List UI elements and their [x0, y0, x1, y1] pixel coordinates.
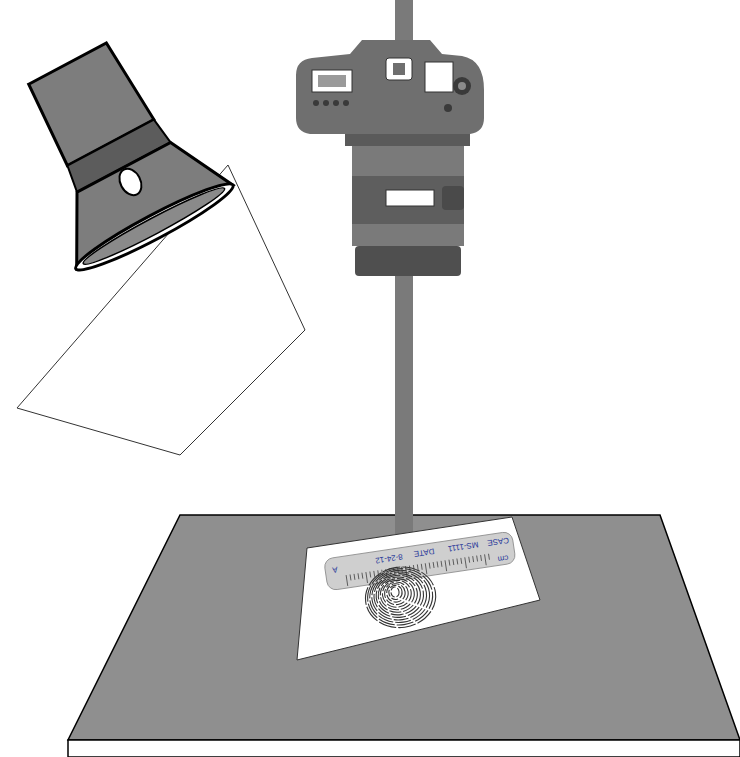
scale-ruler	[324, 531, 517, 591]
ruler-tick	[405, 566, 407, 577]
ruler-tick	[485, 554, 487, 565]
fingerprint	[362, 562, 440, 632]
ruler-tick	[468, 557, 470, 563]
ruler-tick	[452, 559, 454, 565]
ruler-tick	[465, 557, 467, 568]
ruler-tick	[346, 575, 348, 586]
ruler-tick	[476, 556, 478, 562]
fingerprint-ridge	[362, 562, 440, 632]
ruler-tick	[480, 555, 482, 561]
fingerprint-ridge	[386, 582, 407, 603]
ruler-tick	[472, 556, 474, 562]
camera	[296, 40, 484, 276]
fingerprint-card	[297, 517, 540, 660]
ruler-tick	[456, 559, 458, 565]
ruler-label: A	[332, 564, 338, 573]
ruler-tick	[437, 561, 439, 567]
table-top	[68, 515, 740, 740]
ruler-tick	[433, 562, 435, 568]
table-edge	[68, 740, 740, 757]
ruler-tick	[350, 574, 352, 580]
ruler-tick	[441, 561, 443, 567]
ruler-label: cm	[497, 553, 509, 562]
ruler-tick	[354, 574, 356, 580]
ruler-tick	[421, 564, 423, 570]
reflector-card	[17, 165, 305, 455]
ruler-tick	[445, 560, 447, 571]
ruler-tick	[373, 571, 375, 577]
ruler-tick	[357, 573, 359, 579]
ruler-tick	[488, 554, 490, 560]
ruler-tick	[369, 572, 371, 578]
ruler-tick	[429, 563, 431, 569]
ruler-tick	[361, 573, 363, 579]
light-head	[0, 22, 239, 280]
ruler-tick	[460, 558, 462, 564]
fingerprint-ridge	[390, 586, 399, 597]
fingerprint-ridge	[388, 584, 403, 600]
ruler-tick	[425, 563, 427, 574]
ruler-tick	[366, 572, 368, 583]
ruler-tick	[409, 566, 411, 572]
ruler-tick	[448, 560, 450, 566]
